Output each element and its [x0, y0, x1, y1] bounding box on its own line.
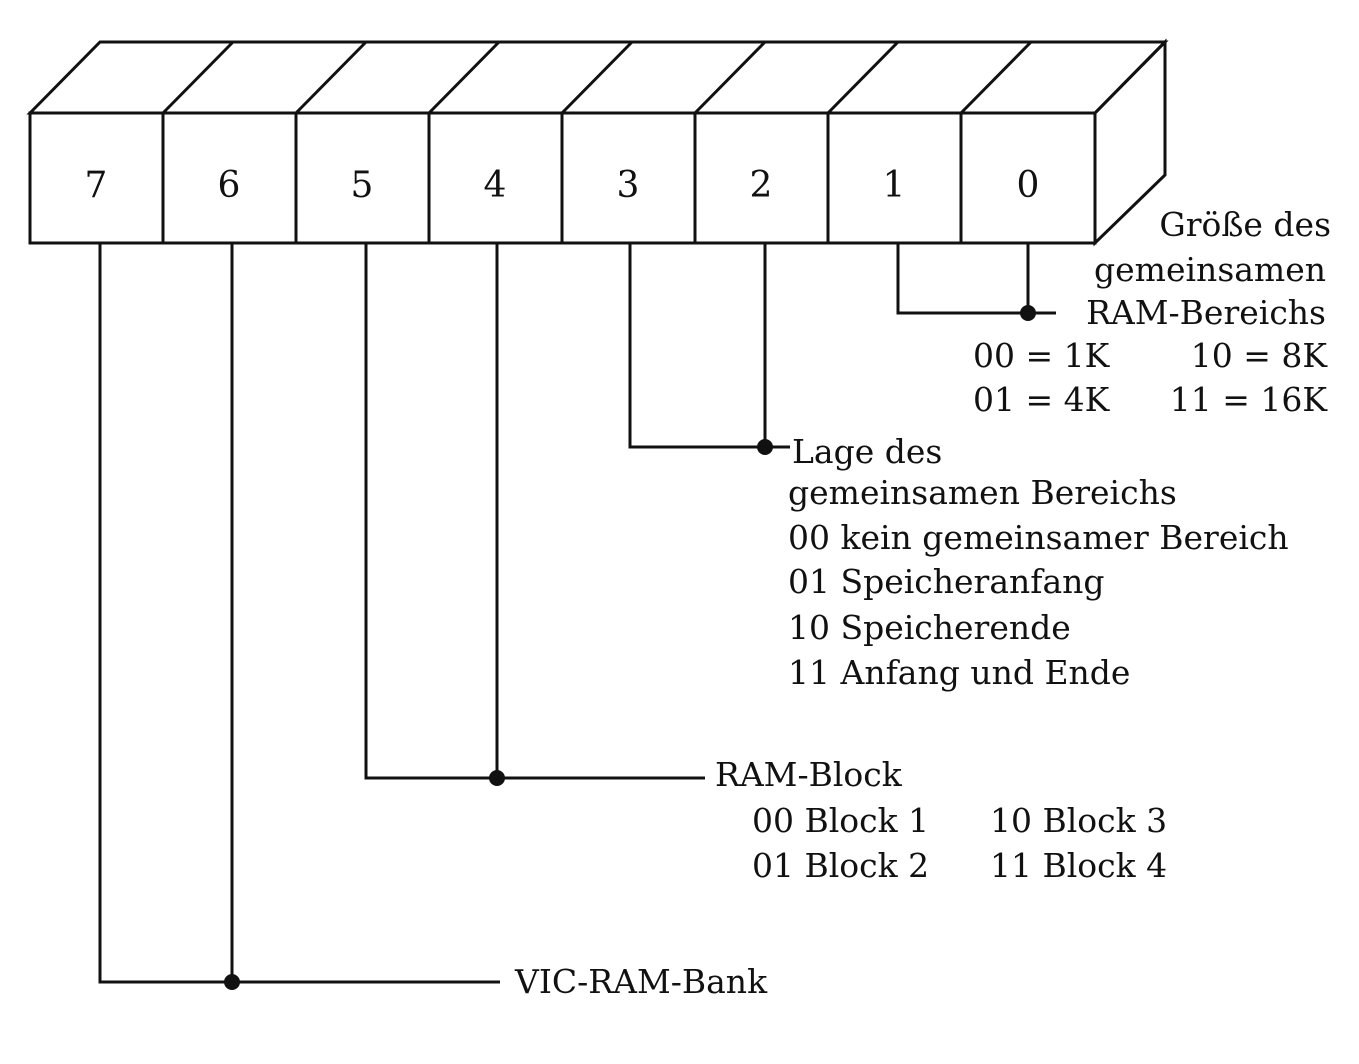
size-option-00: 00 = 1K	[973, 336, 1111, 375]
bit-labels: 7 6 5 4 3 2 1 0	[85, 165, 1040, 206]
junction-dot-size	[1020, 305, 1036, 321]
ram-block-option-11: 11 Block 4	[990, 846, 1167, 885]
cell-dividers	[161, 113, 963, 243]
vic-bank-field: VIC-RAM-Bank	[514, 962, 768, 1001]
bit-5-label: 5	[351, 165, 374, 206]
location-option-00: 00 kein gemeinsamer Bereich	[788, 518, 1289, 557]
junction-dot-ram-block	[489, 770, 505, 786]
size-title-line-3: RAM-Bereichs	[1086, 293, 1326, 332]
leader-lines	[98, 243, 1056, 990]
ram-block-option-00: 00 Block 1	[752, 801, 929, 840]
vic-bank-title: VIC-RAM-Bank	[514, 962, 768, 1001]
bit-7-label: 7	[85, 165, 108, 206]
size-title-line-1: Größe des	[1159, 205, 1331, 244]
size-option-10: 10 = 8K	[1191, 336, 1329, 375]
location-option-11: 11 Anfang und Ende	[788, 653, 1130, 692]
location-field: Lage des gemeinsamen Bereichs 00 kein ge…	[788, 432, 1289, 692]
leader-bits-1-0	[896, 243, 1028, 315]
junction-dot-location	[757, 439, 773, 455]
bit-1-label: 1	[883, 165, 906, 206]
bit-3-label: 3	[617, 165, 640, 206]
top-dividers	[161, 40, 1033, 115]
location-option-10: 10 Speicherende	[788, 608, 1071, 647]
ram-block-title: RAM-Block	[715, 755, 903, 794]
location-title-line-2: gemeinsamen Bereichs	[788, 473, 1177, 512]
leader-bits-7-6	[98, 243, 232, 984]
leader-bits-5-4	[364, 243, 497, 780]
junction-dot-vic-bank	[224, 974, 240, 990]
size-field: Größe des gemeinsamen RAM-Bereichs 00 = …	[973, 205, 1331, 419]
size-option-01: 01 = 4K	[973, 380, 1111, 419]
ram-block-field: RAM-Block 00 Block 1 10 Block 3 01 Block…	[715, 755, 1167, 885]
bit-6-label: 6	[218, 165, 241, 206]
register-side-face	[1093, 38, 1167, 247]
ram-block-option-01: 01 Block 2	[752, 846, 929, 885]
bit-4-label: 4	[484, 165, 507, 206]
size-option-11: 11 = 16K	[1170, 380, 1329, 419]
register-box	[26, 38, 1169, 247]
location-title-line-1: Lage des	[792, 432, 942, 471]
bit-0-label: 0	[1017, 165, 1040, 206]
location-option-01: 01 Speicheranfang	[788, 562, 1105, 601]
leader-bits-3-2	[628, 243, 765, 449]
size-title-line-2: gemeinsamen	[1094, 250, 1326, 289]
ram-block-option-10: 10 Block 3	[990, 801, 1167, 840]
bit-2-label: 2	[750, 165, 773, 206]
